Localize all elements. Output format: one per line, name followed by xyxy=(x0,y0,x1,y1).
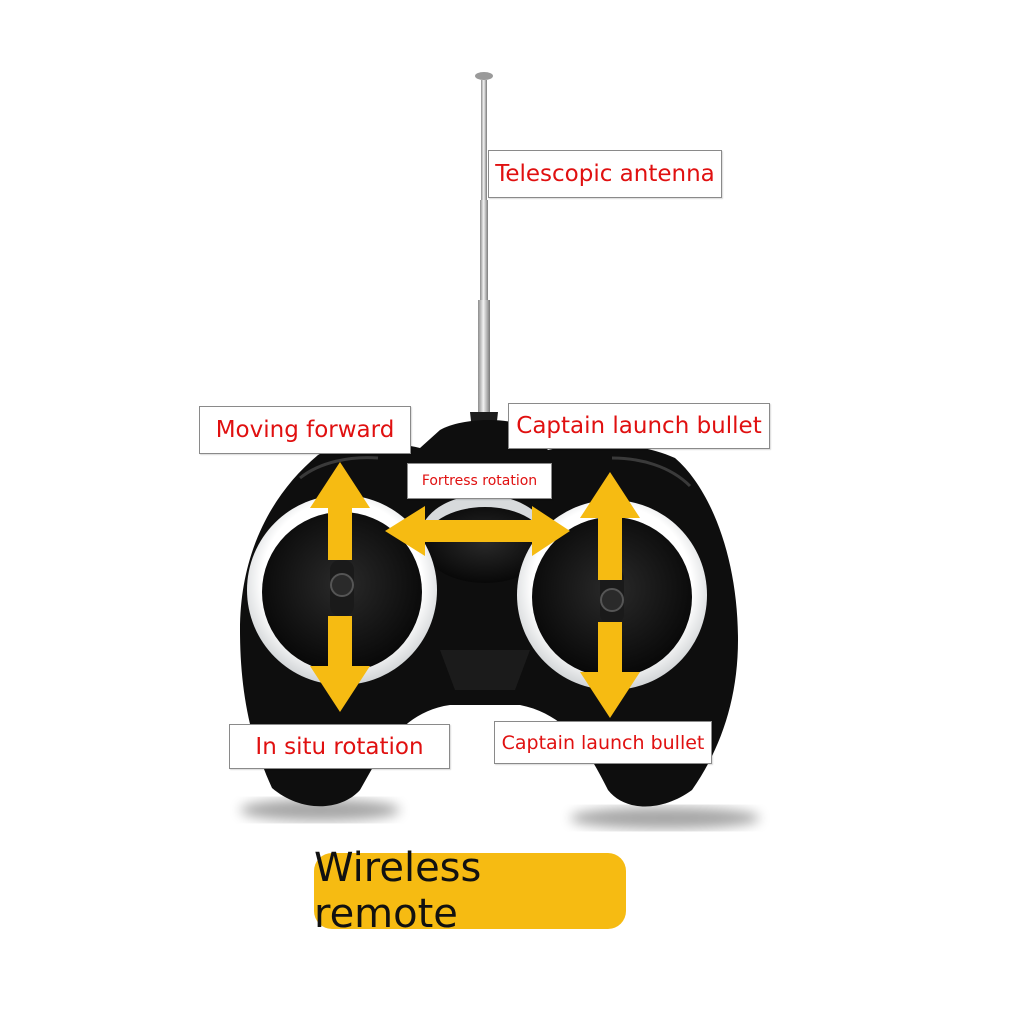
label-moving-forward: Moving forward xyxy=(199,406,411,454)
right-floor-shadow xyxy=(570,807,760,829)
fortress-rotation-arrow xyxy=(385,506,570,556)
right-stick-down-arrow xyxy=(580,622,640,718)
right-stick-up-arrow xyxy=(580,472,640,580)
label-captain-launch-bullet-bottom: Captain launch bullet xyxy=(494,721,712,764)
left-stick-up-arrow xyxy=(310,462,370,560)
label-captain-launch-bullet-top: Captain launch bullet xyxy=(508,403,770,449)
left-joystick xyxy=(247,495,437,685)
title-banner: Wireless remote xyxy=(314,845,626,937)
label-fortress-rotation: Fortress rotation xyxy=(407,463,552,499)
left-floor-shadow xyxy=(240,799,400,821)
right-joystick xyxy=(517,500,707,690)
label-telescopic-antenna: Telescopic antenna xyxy=(488,150,722,198)
label-in-situ-rotation: In situ rotation xyxy=(229,724,450,769)
telescopic-antenna xyxy=(470,72,498,430)
center-bottom-trim xyxy=(440,650,530,690)
left-stick-down-arrow xyxy=(310,616,370,712)
